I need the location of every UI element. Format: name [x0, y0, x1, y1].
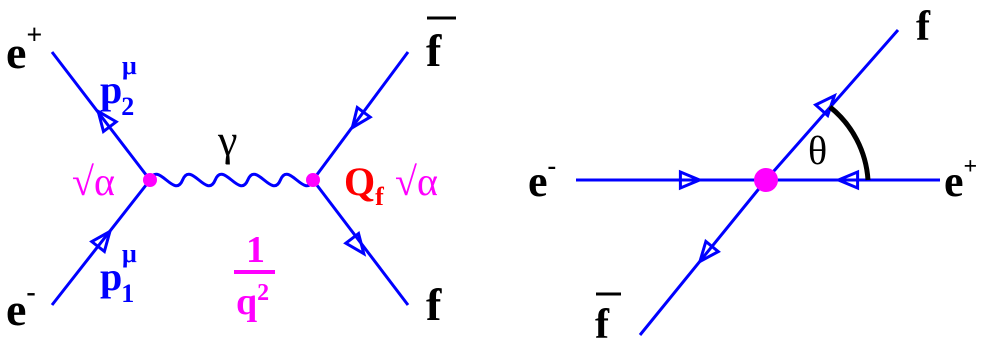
angle-arc — [828, 105, 871, 181]
antifermion-outgoing-label: f — [595, 302, 610, 347]
electron-beam-arrow — [678, 169, 704, 191]
antifermion-line — [311, 51, 410, 181]
vertex-right-coupling: √α — [395, 159, 438, 204]
propagator-numerator: 1 — [246, 229, 265, 271]
momentum-p1-label: p1 — [100, 254, 134, 308]
antifermion-outgoing-arrow — [697, 238, 721, 265]
photon-propagator — [148, 172, 315, 188]
vertex-right — [306, 173, 320, 187]
vertex-right-charge: Qf — [344, 159, 384, 211]
electron-arrow — [89, 228, 113, 255]
vertex-left — [143, 173, 157, 187]
positron-label: e+ — [6, 20, 42, 78]
angle-label: θ — [808, 128, 827, 173]
interaction-point — [754, 168, 778, 192]
momentum-p1-sup: μ — [122, 239, 137, 268]
electron-beam-label: e- — [528, 151, 556, 206]
antifermion-arrow — [349, 104, 373, 131]
propagator-denominator: q2 — [236, 280, 269, 323]
vertex-left-coupling: √α — [72, 159, 115, 204]
photon-label: γ — [217, 116, 237, 165]
momentum-p2-label: p2 — [100, 67, 134, 121]
antifermion-label: f — [426, 25, 442, 76]
left-feynman-diagram: e+ e- f f p2 μ p1 μ γ √α Qf √α 1 q2 — [6, 16, 456, 335]
electron-line — [50, 179, 152, 306]
antifermion-outgoing-line — [638, 179, 768, 336]
fermion-outgoing-label: f — [916, 4, 931, 50]
electron-label: e- — [6, 277, 36, 335]
fermion-label: f — [426, 279, 442, 330]
positron-beam-label: e+ — [944, 154, 977, 206]
positron-arrow — [95, 108, 119, 135]
positron-beam-arrow — [834, 169, 860, 191]
positron-line — [50, 51, 152, 181]
momentum-p2-sup: μ — [122, 51, 137, 80]
right-scattering-diagram: e- e+ f f θ — [528, 4, 977, 347]
fermion-arrow — [343, 230, 367, 257]
fermion-outgoing-arrow — [812, 92, 837, 119]
